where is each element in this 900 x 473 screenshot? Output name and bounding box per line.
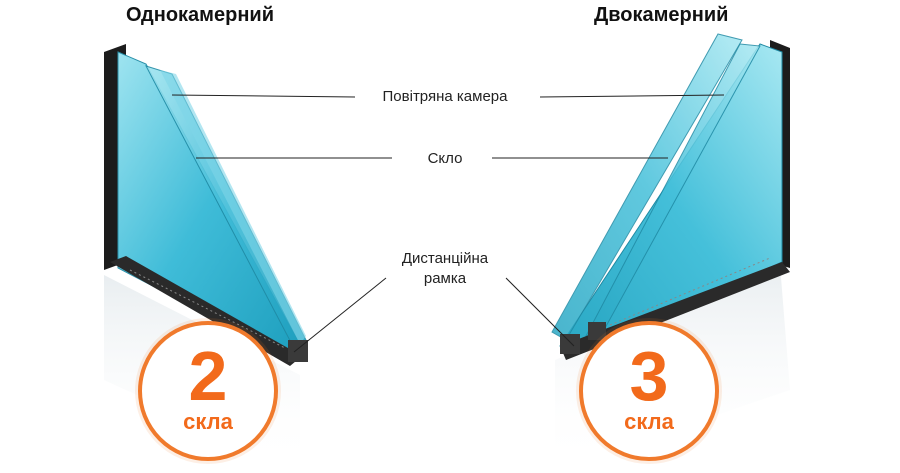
spacer-label-line2: рамка <box>423 270 467 287</box>
leader-lines <box>171 94 725 353</box>
spacer-frame-label: Дистанційна рамка <box>375 249 515 289</box>
two-panes-number: 2 <box>188 337 228 415</box>
two-panes-word: скла <box>183 409 233 434</box>
air-chamber-label: Повітряна камера <box>382 88 508 105</box>
spacer-label-line1: Дистанційна <box>401 250 489 267</box>
two-panes-badge: 2 скла <box>138 321 278 461</box>
right-spacer-1 <box>560 334 580 354</box>
left-spacer <box>288 340 308 362</box>
glass-label: Скло <box>427 150 463 167</box>
leader-air-left <box>171 94 356 98</box>
left-front-edge <box>160 70 306 344</box>
single-chamber-title: Однокамерний <box>126 4 274 26</box>
double-chamber-title: Двокамерний <box>594 4 729 26</box>
leader-air-right <box>539 94 725 98</box>
three-panes-number: 3 <box>629 337 669 415</box>
left-spacer-dots <box>129 269 286 349</box>
right-spacer-2 <box>588 322 606 340</box>
leader-spacer-right <box>505 277 575 347</box>
leader-spacer-left <box>293 277 387 353</box>
three-panes-word: скла <box>624 409 674 434</box>
three-panes-badge: 3 скла <box>579 321 719 461</box>
right-spacer-dots <box>609 257 771 326</box>
